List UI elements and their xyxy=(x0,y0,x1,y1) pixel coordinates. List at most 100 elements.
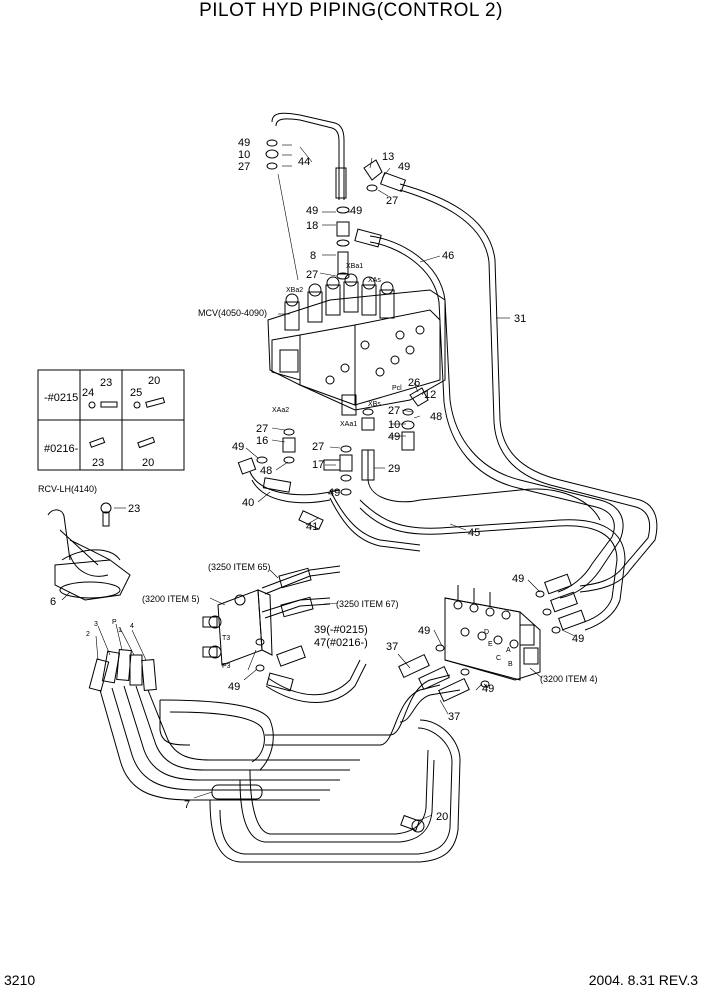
rcv-port-2: 2 xyxy=(86,631,90,638)
callout-45: 45 xyxy=(468,527,480,539)
bolt-23-icon xyxy=(100,502,112,527)
port-pcl: Pcl xyxy=(392,385,402,392)
callout-40: 40 xyxy=(242,497,254,509)
callout-7: 7 xyxy=(184,799,190,811)
callout-17: 17 xyxy=(312,459,324,471)
callout-46: 46 xyxy=(442,250,454,262)
hose-31-icon xyxy=(379,171,658,593)
bracket-hoses-icon xyxy=(261,565,367,703)
port-d: D xyxy=(484,629,489,636)
fitting-8-icon xyxy=(336,206,350,280)
rcv-label: RCV-LH(4140) xyxy=(38,484,97,494)
port-c: C xyxy=(496,655,501,662)
callout-27: 27 xyxy=(312,441,324,453)
callout-37: 37 xyxy=(386,641,398,653)
port-xba2: XBa2 xyxy=(286,287,303,294)
rcv-hoses-icon xyxy=(88,648,461,863)
callout-48: 48 xyxy=(430,411,442,423)
hose-45-icon xyxy=(359,499,626,631)
page-number: 3210 xyxy=(4,972,36,988)
callout-8: 8 xyxy=(310,250,316,262)
port-a: A xyxy=(506,647,511,654)
inset-item-23: 23 xyxy=(100,377,112,389)
inset-row2-item-23: 23 xyxy=(92,457,104,469)
callout-23: 23 xyxy=(128,503,140,515)
port-b: B xyxy=(508,661,513,668)
callout-49: 49 xyxy=(482,683,494,695)
callout-49: 49 xyxy=(572,633,584,645)
port-xbs: XBs xyxy=(368,401,381,408)
inset-item-20: 20 xyxy=(148,375,160,387)
fitting-13-icon xyxy=(363,159,383,192)
main-control-valve-icon xyxy=(267,273,446,416)
port-xaa1: XAa1 xyxy=(340,421,357,428)
rcv-port-4: 4 xyxy=(130,623,134,630)
callout-49: 49 xyxy=(350,205,362,217)
item-47-label: 47(#0216-) xyxy=(314,637,368,649)
callout-41: 41 xyxy=(306,521,318,533)
hose-44-icon xyxy=(271,112,347,200)
mcv-label: MCV(4050-4090) xyxy=(198,308,267,318)
callout-49: 49 xyxy=(418,625,430,637)
callout-6: 6 xyxy=(50,596,56,608)
ref-3250-67: (3250 ITEM 67) xyxy=(336,599,399,609)
page-title: PILOT HYD PIPING(CONTROL 2) xyxy=(199,0,503,21)
callout-49: 49 xyxy=(328,487,340,499)
manifold-hoses-icon xyxy=(398,573,586,703)
hose-46-icon xyxy=(354,228,624,599)
o-ring-set-icon xyxy=(265,139,279,170)
callout-29: 29 xyxy=(388,463,400,475)
port-e: E xyxy=(488,641,493,648)
callout-26: 26 xyxy=(408,377,420,389)
bolt-icon xyxy=(400,814,425,833)
callout-18: 18 xyxy=(306,220,318,232)
fitting-12-icon xyxy=(361,387,429,451)
callout-49: 49 xyxy=(398,161,410,173)
port-t3: T3 xyxy=(222,635,230,642)
port-xba1: XBa1 xyxy=(346,263,363,270)
inset-row2-label: #0216- xyxy=(44,443,79,455)
fitting-16-icon xyxy=(237,428,296,475)
callout-49: 49 xyxy=(306,205,318,217)
callout-27: 27 xyxy=(388,405,400,417)
callout-10: 10 xyxy=(238,149,250,161)
callout-49: 49 xyxy=(232,441,244,453)
callout-10: 10 xyxy=(388,419,400,431)
callout-44: 44 xyxy=(298,156,310,168)
manifold-block-icon xyxy=(444,585,541,681)
inset-row1-label: -#0215 xyxy=(44,392,78,404)
callout-27: 27 xyxy=(386,195,398,207)
callout-16: 16 xyxy=(256,435,268,447)
rcv-port-1: 1 xyxy=(118,627,122,634)
rcv-port-p: P xyxy=(112,619,117,626)
inset-item-25: 25 xyxy=(130,387,142,399)
item-39-label: 39(-#0215) xyxy=(314,624,368,636)
callout-49: 49 xyxy=(512,573,524,585)
fitting-17-icon xyxy=(323,445,353,496)
leader-lines xyxy=(61,144,576,821)
callout-49: 49 xyxy=(388,431,400,443)
callout-31: 31 xyxy=(514,313,526,325)
port-xaa2: XAa2 xyxy=(272,407,289,414)
callout-27: 27 xyxy=(238,161,250,173)
ref-3200-5: (3200 ITEM 5) xyxy=(142,594,200,604)
callout-37: 37 xyxy=(448,711,460,723)
hose-40-icon xyxy=(249,471,421,552)
port-p3: P3 xyxy=(222,663,231,670)
rcv-port-3: 3 xyxy=(94,621,98,628)
revision-date: 2004. 8.31 REV.3 xyxy=(588,972,698,988)
inset-parts-table xyxy=(37,369,185,471)
callout-13: 13 xyxy=(382,151,394,163)
callout-27: 27 xyxy=(306,269,318,281)
inset-item-24: 24 xyxy=(82,387,94,399)
ref-3250-65: (3250 ITEM 65) xyxy=(208,562,271,572)
hose-29-icon xyxy=(361,449,601,521)
bracket-icon xyxy=(202,589,273,672)
joystick-icon xyxy=(47,509,131,601)
ref-3200-4: (3200 ITEM 4) xyxy=(540,674,598,684)
callout-49: 49 xyxy=(238,137,250,149)
callout-48: 48 xyxy=(260,465,272,477)
callout-12: 12 xyxy=(424,389,436,401)
inset-row2-item-20: 20 xyxy=(142,457,154,469)
